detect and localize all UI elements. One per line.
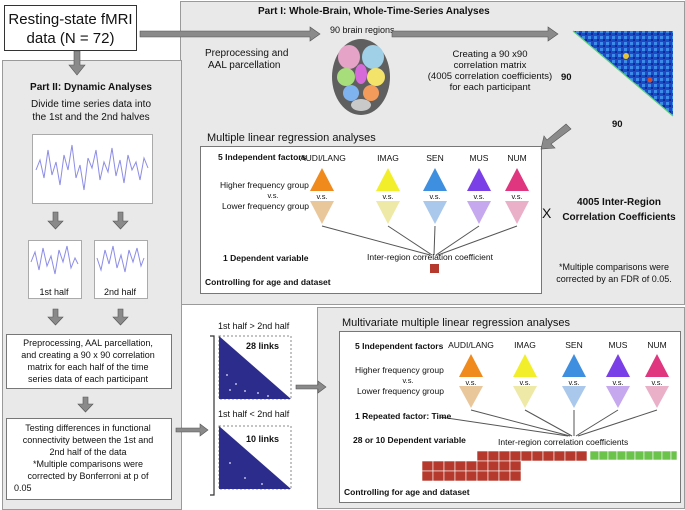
gt-label: 1st half > 2nd half bbox=[218, 321, 290, 331]
part2-preproc-line3: matrix for each half of the time bbox=[27, 362, 149, 372]
brain-regions-label: 90 brain regions bbox=[330, 25, 395, 35]
corr-title-line2: Correlation Coefficients bbox=[562, 212, 676, 223]
part2-low-group: Lower frequency group bbox=[357, 386, 444, 396]
part2-testing-line6: 0.05 bbox=[14, 483, 32, 493]
part1-indep-label: 5 Independent factors bbox=[218, 152, 307, 162]
full-timeseries-box bbox=[32, 134, 153, 204]
fdr-note-line1: *Multiple comparisons were bbox=[558, 262, 670, 272]
part1-vs-1: v.s. bbox=[382, 192, 394, 201]
part1-low-group: Lower frequency group bbox=[222, 201, 309, 211]
part1-factor-3: MUS bbox=[469, 153, 489, 163]
part2-high-group: Higher frequency group bbox=[355, 365, 444, 375]
part2-factor-4: NUM bbox=[647, 340, 667, 350]
part1-preprocessing-line2: AAL parcellation bbox=[208, 60, 281, 71]
source-data-line1: Resting-state fMRI bbox=[8, 11, 133, 28]
part1-factor-0: AUDI/LANG bbox=[300, 153, 346, 163]
mlr-title: Multiple linear regression analyses bbox=[207, 132, 376, 144]
part1-dep-value: Inter-region correlation coefficient bbox=[367, 252, 493, 262]
part2-indep-label: 5 Independent factors bbox=[355, 341, 444, 351]
part2-control: Controlling for age and dataset bbox=[344, 487, 470, 497]
part1-vs: v.s. bbox=[267, 191, 279, 200]
multiply-sign: X bbox=[542, 205, 552, 221]
part1-regression-box bbox=[200, 146, 542, 294]
source-data-line2: data (N = 72) bbox=[26, 30, 115, 47]
part2-testing-line1: Testing differences in functional bbox=[25, 423, 151, 433]
part2-vs-1: v.s. bbox=[519, 378, 531, 387]
part1-control: Controlling for age and dataset bbox=[205, 277, 331, 287]
part2-vs-3: v.s. bbox=[612, 378, 624, 387]
corr-title-line1: 4005 Inter-Region bbox=[577, 197, 661, 208]
part2-vs-2: v.s. bbox=[568, 378, 580, 387]
part2-preproc-line1: Preprocessing, AAL parcellation, bbox=[23, 338, 153, 348]
part2-vs-4: v.s. bbox=[651, 378, 663, 387]
matrix-text-line4: for each participant bbox=[449, 82, 531, 93]
part2-factor-3: MUS bbox=[608, 340, 628, 350]
part1-factor-4: NUM bbox=[507, 153, 527, 163]
matrix-text-line2: correlation matrix bbox=[453, 60, 527, 71]
matrix-text-line1: Creating a 90 x90 bbox=[452, 49, 528, 60]
matrix-axis-left: 90 bbox=[561, 72, 572, 83]
part2-title: Part II: Dynamic Analyses bbox=[30, 82, 152, 93]
matrix-axis-bottom: 90 bbox=[612, 119, 623, 130]
part1-high-group: Higher frequency group bbox=[220, 180, 309, 190]
part2-preproc-box bbox=[6, 334, 172, 389]
gt-links: 28 links bbox=[246, 341, 280, 351]
part2-factor-2: SEN bbox=[565, 340, 583, 350]
part1-vs-4: v.s. bbox=[511, 192, 523, 201]
part1-factor-2: SEN bbox=[426, 153, 444, 163]
part2-factor-1: IMAG bbox=[514, 340, 536, 350]
part2-repeated: 1 Repeated factor: Time bbox=[355, 411, 452, 421]
first-half-label: 1st half bbox=[39, 287, 69, 297]
source-data-box: Resting-state fMRI data (N = 72) bbox=[4, 5, 137, 51]
part2-vs: v.s. bbox=[402, 376, 414, 385]
part1-vs-2: v.s. bbox=[429, 192, 441, 201]
part2-testing-line4: *Multiple comparisons were bbox=[32, 459, 144, 469]
part1-preprocessing-line1: Preprocessing and bbox=[205, 48, 289, 59]
lt-links: 10 links bbox=[246, 434, 280, 444]
lt-label: 1st half < 2nd half bbox=[218, 409, 290, 419]
part2-preproc-line2: and creating a 90 x 90 correlation bbox=[21, 350, 155, 360]
part2-dep-label: 28 or 10 Dependent variable bbox=[353, 435, 466, 445]
part2-vs-0: v.s. bbox=[465, 378, 477, 387]
second-half-label: 2nd half bbox=[103, 287, 137, 297]
part2-dep-value: Inter-region correlation coefficients bbox=[498, 437, 629, 447]
mmlr-title: Multivariate multiple linear regression … bbox=[342, 317, 571, 329]
part1-vs-0: v.s. bbox=[316, 192, 328, 201]
part1-dep-label: 1 Dependent variable bbox=[223, 253, 309, 263]
part2-testing-line5: corrected by Bonferroni at p of bbox=[27, 471, 149, 481]
part1-title: Part I: Whole-Brain, Whole-Time-Series A… bbox=[258, 6, 490, 17]
part2-testing-box bbox=[6, 418, 172, 500]
part1-vs-3: v.s. bbox=[473, 192, 485, 201]
part2-testing-line2: connectivity between the 1st and bbox=[22, 435, 154, 445]
fdr-note-line2: corrected by an FDR of 0.05. bbox=[556, 274, 672, 284]
part2-testing-line3: 2nd half of the data bbox=[49, 447, 127, 457]
part2-divide-line2: the 1st and the 2nd halves bbox=[32, 112, 150, 123]
part2-divide-line1: Divide time series data into bbox=[30, 99, 152, 110]
part1-factor-1: IMAG bbox=[377, 153, 399, 163]
part2-preproc-line4: series data of each participant bbox=[27, 374, 149, 384]
matrix-text-line3: (4005 correlation coefficients) bbox=[427, 71, 553, 82]
part2-factor-0: AUDI/LANG bbox=[448, 340, 494, 350]
